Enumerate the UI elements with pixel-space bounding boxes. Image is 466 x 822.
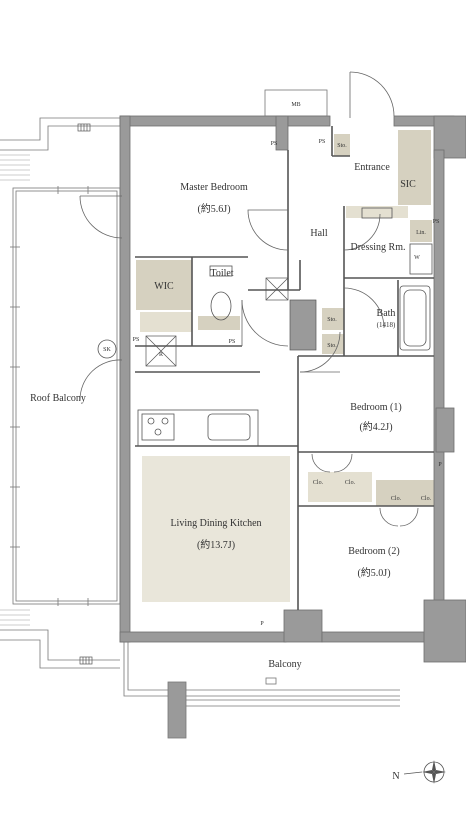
stair-lines-top — [0, 154, 30, 181]
label-lin: Lin. — [416, 230, 426, 236]
north-compass-icon — [403, 760, 446, 784]
room-bedroom-2-name: Bedroom (2) — [348, 546, 399, 557]
room-dressing: Dressing Rm. — [351, 242, 406, 253]
label-r: R — [159, 352, 163, 358]
toilet-shelf — [198, 316, 240, 330]
room-bedroom-2-size: (約5.0J) — [357, 566, 390, 579]
room-bath-name: Bath — [377, 308, 396, 319]
label-sk: SK — [103, 347, 111, 353]
drain-grate-icon — [77, 123, 93, 665]
label-p-1: P — [438, 462, 442, 468]
label-clo-1: Clo. — [313, 480, 324, 486]
closet-bed2 — [376, 480, 438, 506]
room-bath-size: (1418) — [377, 321, 396, 329]
room-sic: SIC — [400, 179, 416, 190]
label-sto-1: Sto. — [337, 143, 347, 149]
dressing-counter — [346, 206, 408, 218]
vanity — [361, 207, 433, 275]
label-ps-2: PS — [319, 139, 326, 145]
label-sto-3: Sto. — [327, 343, 337, 349]
label-w: W — [414, 255, 420, 261]
wic-shelf — [140, 312, 192, 332]
label-clo-4: Clo. — [421, 496, 432, 502]
room-roof-balcony: Roof Balcony — [30, 393, 86, 404]
linen-storage — [410, 220, 432, 242]
roof-balcony-rail-posts — [10, 186, 89, 606]
room-entrance: Entrance — [354, 162, 390, 173]
label-mb: MB — [291, 102, 300, 108]
label-ps-5: PS — [229, 339, 236, 345]
sk-fixture: SK — [97, 339, 117, 359]
room-toilet: Toilet — [210, 268, 233, 279]
shafts — [145, 277, 317, 367]
closet-bed1 — [308, 472, 372, 502]
balcony-area — [123, 642, 400, 739]
label-p-2: P — [260, 621, 264, 627]
bathtub — [399, 285, 431, 351]
room-master-bedroom-size: (約5.6J) — [197, 202, 230, 215]
room-ldk-size: (約13.7J) — [197, 538, 235, 551]
ldk-floor — [142, 456, 290, 602]
storage-box-1 — [334, 134, 350, 156]
room-bedroom-1-name: Bedroom (1) — [350, 402, 401, 413]
label-sto-2: Sto. — [327, 317, 337, 323]
label-ps-3: PS — [433, 219, 440, 225]
kitchen-counter — [137, 409, 259, 447]
label-clo-2: Clo. — [345, 480, 356, 486]
storage-box-2 — [322, 308, 344, 330]
room-hall: Hall — [310, 228, 327, 239]
storage-box-3 — [322, 334, 344, 354]
room-bedroom-1-size: (約4.2J) — [359, 420, 392, 433]
compass-north-label: N — [392, 771, 399, 782]
exterior-walls — [119, 115, 466, 663]
label-ps-4: PS — [133, 337, 140, 343]
toilet-fixture — [209, 265, 233, 321]
label-ps-1: PS — [271, 141, 278, 147]
room-ldk-name: Living Dining Kitchen — [170, 518, 261, 529]
sic-storage — [398, 130, 431, 205]
room-wic: WIC — [154, 281, 174, 292]
mb-box — [264, 89, 328, 117]
room-master-bedroom-name: Master Bedroom — [180, 182, 248, 193]
door-swings — [79, 71, 419, 527]
room-balcony: Balcony — [268, 659, 301, 670]
stair-lines-bottom — [0, 609, 30, 626]
label-clo-3: Clo. — [391, 496, 402, 502]
wic-storage — [136, 260, 192, 310]
